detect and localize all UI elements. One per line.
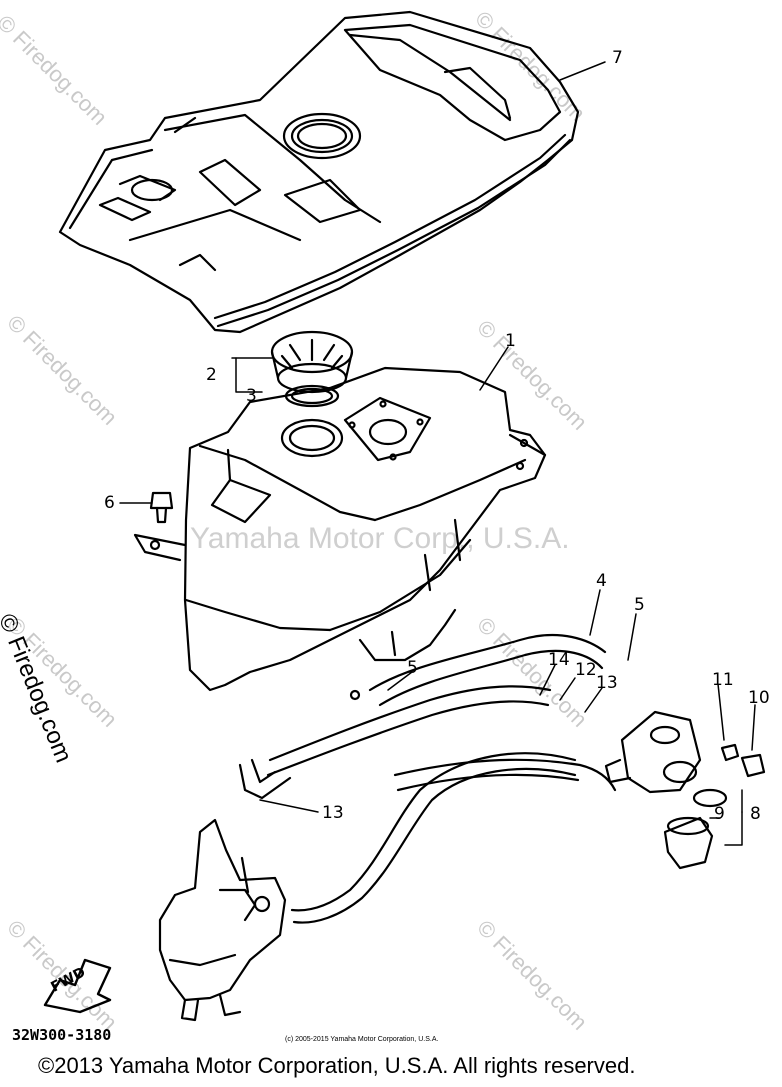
drawing-code: 32W300-3180 <box>12 1026 112 1044</box>
callout-3[interactable]: 3 <box>246 386 257 406</box>
callout-4[interactable]: 4 <box>596 571 607 591</box>
callout-11[interactable]: 11 <box>712 670 734 690</box>
callout-13-bottom[interactable]: 13 <box>322 803 344 823</box>
callout-13-top[interactable]: 13 <box>596 673 618 693</box>
cover-part-7 <box>58 10 580 334</box>
callout-5-mid[interactable]: 5 <box>407 658 418 678</box>
callout-2[interactable]: 2 <box>206 365 217 385</box>
leader-lines <box>119 61 756 846</box>
carburetor <box>158 818 287 1022</box>
tank-part-1 <box>133 366 547 701</box>
callout-5-top[interactable]: 5 <box>634 595 645 615</box>
footer-copyright: ©2013 Yamaha Motor Corporation, U.S.A. A… <box>38 1053 636 1078</box>
callout-8[interactable]: 8 <box>750 804 761 824</box>
callout-10[interactable]: 10 <box>748 688 770 708</box>
fuel-cock-part-8 <box>604 710 766 870</box>
callout-7[interactable]: 7 <box>612 48 623 68</box>
cap-part-2 <box>270 330 354 408</box>
hoses <box>238 633 617 924</box>
small-copyright: (c) 2005-2015 Yamaha Motor Corporation, … <box>285 1036 439 1043</box>
callout-9[interactable]: 9 <box>714 804 725 824</box>
callout-1[interactable]: 1 <box>505 331 516 351</box>
bolt-part-6 <box>149 491 174 524</box>
callout-14[interactable]: 14 <box>548 650 570 670</box>
fwd-arrow <box>43 958 112 1014</box>
callout-6[interactable]: 6 <box>104 493 115 513</box>
watermark-yamaha: Yamaha Motor Corp., U.S.A. <box>190 522 570 555</box>
callout-12[interactable]: 12 <box>575 660 597 680</box>
